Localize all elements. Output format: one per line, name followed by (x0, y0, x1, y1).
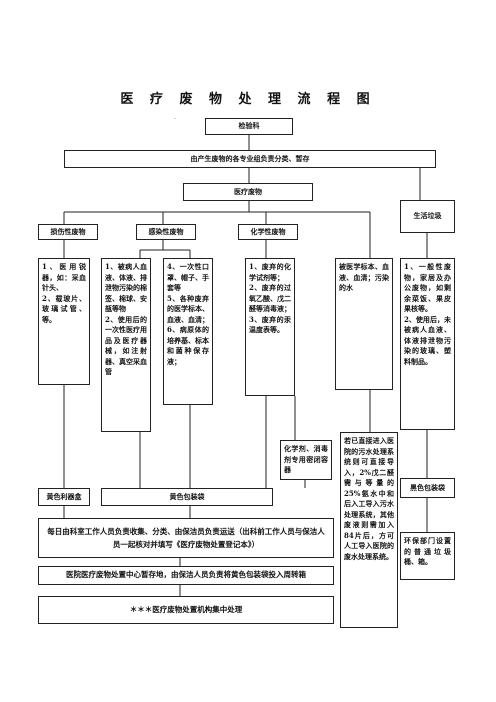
living-waste-detail: 1、一般性废物，家居及办公废物，如剩余菜饭、果皮果核等。 2、使用后，未被病人血… (400, 258, 455, 430)
sharp-waste-node: 损伤性废物 (38, 224, 98, 240)
medical-waste-node: 医疗废物 (183, 183, 313, 201)
chemical-container: 化学剂、消毒剂专用密闭容器 (280, 440, 332, 480)
specimen-waste-detail: 被医学标本、血液、血清；污染的水 (335, 258, 393, 390)
decorative-dot: · (174, 116, 176, 123)
infectious-waste-detail-a: 1、被病人血液、体液、排泄物污染的棉签、棉球、安瓿等物 2、使用后的一次性医疗用… (101, 258, 151, 432)
final-disposal-step: ＊＊＊医疗废物处置机构集中处理 (38, 596, 334, 624)
storage-step: 医院医疗废物处置中心暂存地，由保洁人员负责将黄色包装袋投入周转箱 (38, 566, 334, 585)
environmental-bin: 环保部门设置的普通垃圾桶、箱。 (400, 532, 455, 580)
chemical-waste-node: 化学性废物 (238, 224, 298, 240)
infectious-waste-node: 感染性废物 (136, 224, 196, 240)
lab-node: 检验科 (205, 118, 293, 135)
infectious-waste-detail-b: 4、一次性口罩、帽子、手套等 5、各种废弃的医学标本、血液、血清； 6、病原体的… (163, 258, 213, 405)
sharps-container: 黄色利器盒 (38, 488, 90, 506)
sewage-treatment-instruction: 若已直接进入医院的污水处理系统则可直接导入，2%戊二醛需与等量的25%氨水中和后… (340, 432, 398, 628)
living-waste-node: 生活垃圾 (400, 200, 455, 233)
black-bag: 黑色包装袋 (400, 478, 455, 498)
page-title: 医 疗 废 物 处 理 流 程 图 (120, 92, 376, 107)
sharp-waste-detail: 1、医用锐器，如：采血针头、 2、载玻片、玻璃试管、等。 (38, 258, 90, 385)
sort-node: 由产生废物的各专业组负责分类、暂存 (64, 150, 436, 168)
collection-step: 每日由科室工作人员负责收集、分类、由保洁员负责运送（出科前工作人员与保洁人员一起… (38, 518, 334, 558)
yellow-bag: 黄色包装袋 (101, 488, 273, 506)
chemical-waste-detail: 1、废弃的化学试剂等； 2、废弃的过氧乙酸、戊二醛等消毒液； 3、废弃的汞温度表… (245, 258, 295, 396)
